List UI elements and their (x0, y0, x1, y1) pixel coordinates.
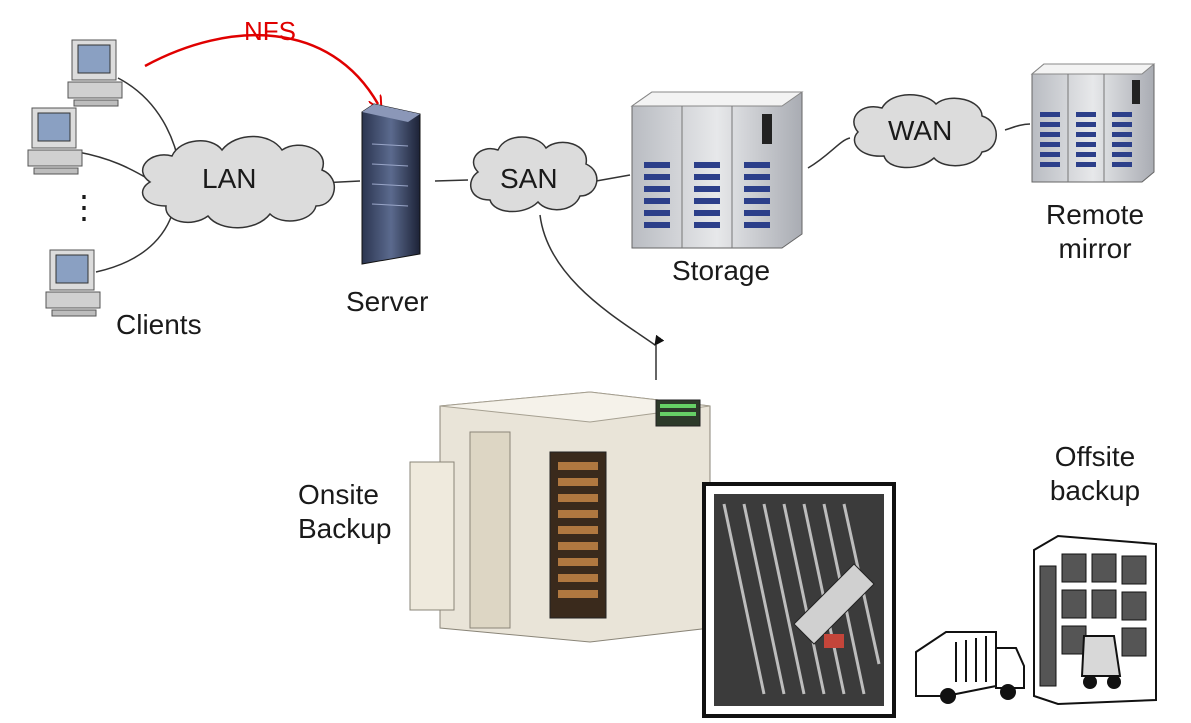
warehouse-icon (1033, 534, 1157, 706)
client-computer-1 (67, 39, 123, 107)
wan-label: WAN (888, 115, 953, 146)
offsite-backup-line2: backup (1049, 475, 1141, 506)
cloud-icon (141, 135, 336, 229)
remote-mirror-storage-icon (1030, 63, 1156, 183)
desktop-computer-icon (27, 107, 83, 175)
san-label: SAN (500, 163, 558, 194)
client-computer-3 (45, 249, 101, 317)
offsite-backup-label: Offsite backup (1030, 440, 1160, 508)
san-cloud (469, 136, 598, 213)
remote-mirror-label: Remote mirror (1030, 198, 1160, 266)
nfs-label: NFS (244, 16, 296, 46)
onsite-backup-line2: Backup (298, 513, 392, 544)
tape-library-icon (409, 391, 711, 643)
onsite-backup-line1: Onsite (298, 479, 379, 510)
client-computer-2 (27, 107, 83, 175)
remote-mirror-line2: mirror (1058, 233, 1132, 264)
cloud-icon (469, 136, 598, 213)
server-label: Server (346, 286, 429, 317)
client-ellipsis: ⋮ (68, 189, 100, 225)
wan-cloud (853, 94, 997, 169)
onsite-backup-label: Onsite Backup (298, 478, 391, 546)
desktop-computer-icon (67, 39, 123, 107)
tower-server-icon (361, 103, 421, 265)
nfs-arrow (144, 34, 378, 104)
cloud-icon (853, 94, 997, 169)
storage-array-icon (630, 91, 804, 249)
storage-label: Storage (672, 255, 771, 286)
remote-mirror-line1: Remote (1045, 199, 1145, 230)
desktop-computer-icon (45, 249, 101, 317)
lan-cloud (141, 135, 336, 229)
clients-label: Clients (116, 309, 202, 340)
truck-icon (915, 631, 1025, 704)
tape-robot-closeup (702, 482, 896, 718)
offsite-backup-line1: Offsite (1054, 441, 1136, 472)
lan-label: LAN (202, 163, 257, 194)
